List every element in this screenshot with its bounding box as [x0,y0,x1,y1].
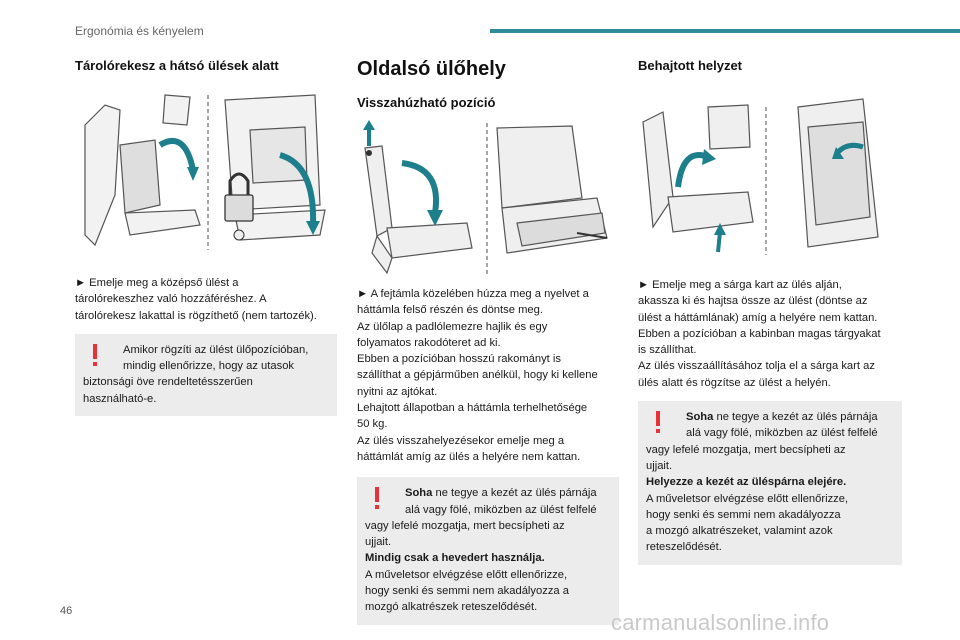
text-line: ülés alatt és rögzítse az ülést a helyén… [638,376,831,389]
warning-line: Amikor rögzíti az ülést ülőpozícióban, [123,343,309,356]
text-line: Az ülés visszahelyezésekor emelje meg a [357,434,565,447]
text-line: szállíthat a gépjárműben anélkül, hogy k… [357,369,598,382]
warning-line: biztonsági öve rendeltetésszerűen [83,376,253,389]
warning-box: Amikor rögzíti az ülést ülőpozícióban, m… [75,333,337,417]
text-line: Lehajtott állapotban a háttámla terhelhe… [357,402,588,415]
warning-line: használható-e. [83,392,157,405]
warning-bold-word: Soha [686,411,714,424]
text-line: 50 kg. [357,418,388,431]
warning-line: vagy lefelé mozgatja, mert becsípheti az [646,443,846,456]
warning-line: ujjait. [365,536,392,549]
exclamation-icon [656,411,660,434]
text-line: tárolórekeszhez való hozzáféréshez. A [75,293,267,306]
storage-text: ► Emelje meg a középső ülést a tárolórek… [75,275,337,324]
text-line: tárolórekesz lakattal is rögzíthető (nem… [75,309,317,322]
column-storage: Tárolórekesz a hátsó ülések alatt [75,58,337,417]
warning-line: A műveletsor elvégzése előtt ellenőrizze… [365,568,568,581]
text-line: ► Emelje meg a középső ülést a [75,277,239,289]
side-seat-title: Oldalsó ülőhely [357,58,506,80]
warning-line: Soha ne tegye a kezét az ülés párnája [365,485,611,501]
storage-title: Tárolórekesz a hátsó ülések alatt [75,58,279,73]
text-line: Az ülőlap a padlólemezre hajlik és egy [357,320,548,333]
folded-text: ► Emelje meg a sárga kart az ülés alján,… [638,277,902,391]
warning-line: mindig ellenőrizze, hogy az utasok [123,360,295,373]
warning-line: mozgó alkatrészek reteszelődését. [365,601,538,614]
warning-rest: ne tegye a kezét az ülés párnája [713,411,878,424]
section-header: Ergonómia és kényelem [75,24,204,38]
text-line: folyamatos rakodóteret ad ki. [357,336,501,349]
text-line: is szállíthat. [638,344,697,357]
warning-bold-word: Soha [405,487,433,500]
warning-line: hogy senki és semmi nem akadályozza [646,508,841,521]
warning-line: alá vagy fölé, miközben az ülést felfelé [405,503,597,516]
text-line: Ebben a pozícióban a kabinban magas tárg… [638,327,881,340]
watermark: carmanualsonline.info [611,610,830,635]
warning-line: reteszelődését. [646,541,722,554]
column-folded: Behajtott helyzet ► Emelje meg a sárga k… [638,58,902,565]
warning-line: alá vagy fölé, miközben az ülést felfelé [686,427,878,440]
text-line: háttámla felső részén és döntse meg. [357,304,543,317]
retracted-seat-illustration [357,118,619,278]
storage-illustration [75,85,337,253]
text-line: nyitni az ajtókat. [357,385,438,398]
warning-line: vagy lefelé mozgatja, mert becsípheti az [365,519,565,532]
warning-bold-line: Helyezze a kezét az üléspárna elejére. [646,476,847,489]
warning-line: hogy senki és semmi nem akadályozza a [365,585,569,598]
warning-rest: ne tegye a kezét az ülés párnája [432,487,597,500]
warning-line: ujjait. [646,459,673,472]
warning-line: A műveletsor elvégzése előtt ellenőrizze… [646,492,849,505]
retracted-text: ► A fejtámla közelében húzza meg a nyelv… [357,286,619,465]
column-side-seat: Oldalsó ülőhely Visszahúzható pozíció ► … [357,58,619,625]
text-line: háttámlát amíg az ülés a helyére nem kat… [357,450,581,463]
warning-line: a mozgó alkatrészeket, valamint azok [646,525,833,538]
text-line: ► A fejtámla közelében húzza meg a nyelv… [357,288,589,300]
text-line: ülést a háttámlának) amíg a helyére nem … [638,311,878,324]
page-number: 46 [60,605,73,617]
text-line: akassza ki és hajtsa össze az ülést (dön… [638,295,868,308]
text-line: Az ülés visszaállításához tolja el a sár… [638,360,875,373]
retracted-position-subtitle: Visszahúzható pozíció [357,95,496,110]
warning-box: Soha ne tegye a kezét az ülés párnája al… [638,401,902,565]
warning-line: Soha ne tegye a kezét az ülés párnája [646,409,894,425]
folded-seat-illustration [638,87,902,255]
text-line: ► Emelje meg a sárga kart az ülés alján, [638,279,842,291]
exclamation-icon [93,343,97,366]
header-accent-bar [490,29,960,33]
warning-bold-line: Mindig csak a hevedert használja. [365,552,545,565]
folded-title: Behajtott helyzet [638,58,743,73]
text-line: Ebben a pozícióban hosszú rakományt is [357,353,561,366]
exclamation-icon [375,487,379,510]
warning-box: Soha ne tegye a kezét az ülés párnája al… [357,477,619,625]
